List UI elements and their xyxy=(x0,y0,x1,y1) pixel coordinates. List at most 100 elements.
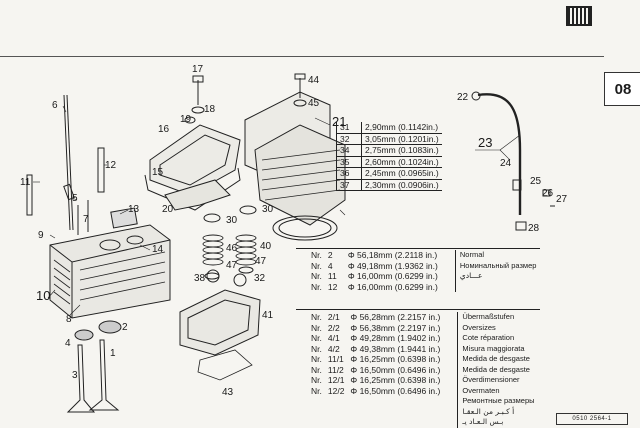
rocker-cover-part xyxy=(144,124,241,211)
part-number: 4/1 xyxy=(327,333,340,343)
part-number: 4 xyxy=(327,260,333,271)
callout-41: 41 xyxy=(262,310,274,321)
part-number: 11/2 xyxy=(327,364,344,375)
thickness-value: 2,90mm (0.1142in.) xyxy=(365,122,439,132)
callout-12: 12 xyxy=(105,160,117,171)
crankcase-section-part xyxy=(179,289,261,356)
callout-28: 28 xyxy=(528,223,540,234)
nr-label: Nr. xyxy=(311,333,322,343)
intake-valve-part xyxy=(66,344,96,413)
empty-cell xyxy=(347,406,459,417)
oversize-caption: Oversizes xyxy=(462,322,496,332)
size-caption: Номинальный размер xyxy=(459,260,537,270)
diameter-value: Φ 56,38mm (2.2197 in.) xyxy=(347,322,459,333)
size-caption: Normal xyxy=(459,250,485,259)
cylinder-head-part xyxy=(49,207,171,319)
table-row: Nr. 4 Φ 49,18mm (1.9362 in.)Номинальный ра… xyxy=(308,260,539,271)
part-code: 32 xyxy=(336,133,362,145)
section-tab[interactable]: 08 xyxy=(604,72,640,106)
callout-30b: 30 xyxy=(262,204,274,215)
part-number: 2/1 xyxy=(327,312,340,322)
callout-45: 45 xyxy=(308,98,320,109)
callout-6: 6 xyxy=(52,100,58,111)
callout-25: 25 xyxy=(530,176,542,187)
empty-cell xyxy=(308,407,325,418)
diameter-value: Φ 16,00mm (0.6299 in.) xyxy=(344,271,456,282)
nr-label: Nr. xyxy=(311,250,322,260)
callout-11: 11 xyxy=(20,177,31,188)
callout-20: 20 xyxy=(162,204,174,215)
callout-2: 2 xyxy=(122,322,128,333)
callout-14: 14 xyxy=(152,244,164,255)
oversize-caption: Medida de desgaste xyxy=(462,364,530,374)
thickness-value: 2,30mm (0.0906in.) xyxy=(365,179,439,190)
oversize-caption: Medida de desgaste xyxy=(462,354,530,363)
callout-47b: 47 xyxy=(255,256,267,267)
stud-part xyxy=(26,174,33,216)
nr-label: Nr. xyxy=(311,364,322,375)
part-number: 4/2 xyxy=(327,343,340,354)
table-separator xyxy=(296,248,540,249)
table-row: Ремонтные размеры xyxy=(308,396,538,407)
oversize-caption: بـس الـعـاد يـ xyxy=(462,417,504,426)
empty-cell xyxy=(325,407,348,418)
oversize-caption: Misura maggiorata xyxy=(462,343,525,353)
size-caption xyxy=(455,282,539,293)
header-rule xyxy=(0,56,604,57)
callout-24: 24 xyxy=(500,158,512,169)
part-number: 11/1 xyxy=(327,354,344,364)
callout-23: 23 xyxy=(478,135,492,150)
callout-30a: 30 xyxy=(226,215,238,226)
oversize-caption: Cote réparation xyxy=(462,333,515,342)
oversize-caption: Ремонтные размеры xyxy=(462,396,535,405)
stud-part xyxy=(97,147,105,193)
diameter-value: Φ 49,38mm (1.9441 in.) xyxy=(347,343,459,354)
oversize-caption: Übermaßstufen xyxy=(462,312,515,321)
oversize-caption: Overmaten xyxy=(462,385,500,395)
table-row: بـس الـعـاد يـ xyxy=(308,417,538,428)
part-code: 37 xyxy=(336,179,362,191)
diameter-value: Φ 49,18mm (1.9362 in.) xyxy=(344,260,456,271)
callout-5: 5 xyxy=(72,193,78,204)
empty-cell xyxy=(325,396,348,407)
callout-46: 46 xyxy=(226,243,238,254)
callout-4: 4 xyxy=(65,338,71,349)
callout-40: 40 xyxy=(260,241,272,252)
diameter-value: Φ 16,50mm (0.6496 in.) xyxy=(347,364,459,375)
part-code: 34 xyxy=(336,144,362,156)
diameter-value: Φ 56,28mm (2.2157 in.) xyxy=(347,312,459,323)
diameter-value: Φ 56,18mm (2.2118 in.) xyxy=(344,250,456,261)
nr-label: Nr. xyxy=(311,375,322,385)
callout-13: 13 xyxy=(128,204,140,215)
callout-8: 8 xyxy=(66,314,72,325)
part-code: 36 xyxy=(336,167,362,179)
oversize-caption: أ كـبـر من الـعقـا xyxy=(462,406,515,416)
callout-1: 1 xyxy=(110,348,116,359)
part-code: 31 xyxy=(336,122,362,133)
thickness-value: 3,05mm (0.1201in.) xyxy=(365,133,439,144)
part-number: 2 xyxy=(327,250,333,260)
callout-17: 17 xyxy=(192,64,204,75)
empty-cell xyxy=(308,396,325,407)
oil-line-part xyxy=(477,93,522,215)
cylinder-barrel-part xyxy=(244,91,346,241)
callout-3: 3 xyxy=(72,370,78,381)
callout-7: 7 xyxy=(83,214,89,225)
oversize-table: Nr. 2/1 Φ 56,28mm (2.2157 in.)Übermaßstufe… xyxy=(308,312,538,428)
size-caption: عـــادي xyxy=(459,271,483,280)
callout-16: 16 xyxy=(158,124,170,135)
nr-label: Nr. xyxy=(311,322,322,333)
callout-26: 26 xyxy=(542,188,554,199)
callout-47a: 47 xyxy=(226,260,238,271)
nr-label: Nr. xyxy=(311,260,322,271)
